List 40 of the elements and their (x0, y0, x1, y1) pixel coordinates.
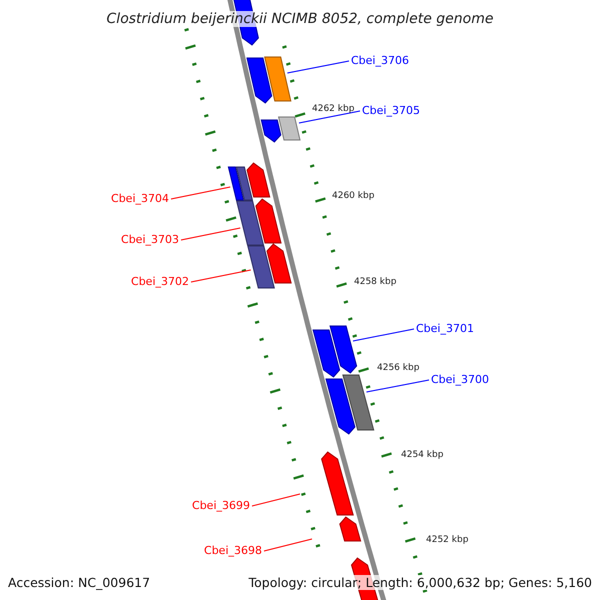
gene-label: Cbei_3702 (131, 275, 189, 288)
leader-line (190, 270, 252, 282)
leader-line (170, 186, 231, 200)
gene-label: Cbei_3703 (121, 233, 179, 246)
gene-block (312, 330, 340, 378)
gene-block (260, 120, 282, 143)
leader-line (298, 110, 360, 124)
gene-block (325, 378, 356, 435)
scale-label: 4254 kbp (401, 450, 444, 461)
gene-label: Cbei_3699 (192, 499, 250, 512)
gene-block (246, 58, 272, 104)
genome-summary: Topology: circular; Length: 6,000,632 bp; Genes: 5,160 (248, 575, 592, 590)
gene-label: Cbei_3698 (204, 544, 262, 557)
gene-block (255, 198, 282, 244)
gene-block (236, 166, 254, 200)
leader-line (180, 228, 241, 240)
accession-text: Accession: NC_009617 (8, 575, 150, 590)
leader-line (252, 494, 300, 506)
gene-block (278, 116, 301, 140)
gene-label: Cbei_3705 (362, 104, 420, 117)
gene-label: Cbei_3704 (111, 192, 169, 205)
gene-block (321, 451, 354, 516)
gene-label: Cbei_3706 (351, 54, 409, 67)
title: Clostridium beijerinckii NCIMB 8052, complete genome (104, 11, 496, 27)
gene-block (266, 243, 292, 284)
gene-block (247, 246, 275, 288)
gene-block (264, 56, 292, 102)
gene-block (339, 516, 362, 542)
gene-label: Cbei_3701 (416, 322, 474, 335)
scale-label: 4260 kbp (332, 191, 374, 202)
gene-label: Cbei_3700 (431, 373, 489, 386)
scale-label: 4252 kbp (426, 535, 468, 546)
leader-line (366, 380, 430, 392)
scale-label: 4258 kbp (354, 277, 396, 288)
gene-block (228, 166, 244, 200)
scale-label: 4262 kbp (312, 104, 354, 115)
gene-block (342, 374, 374, 430)
gene-block (246, 162, 270, 198)
gene-block (329, 326, 358, 374)
scale-label: 4256 kbp (377, 363, 420, 374)
